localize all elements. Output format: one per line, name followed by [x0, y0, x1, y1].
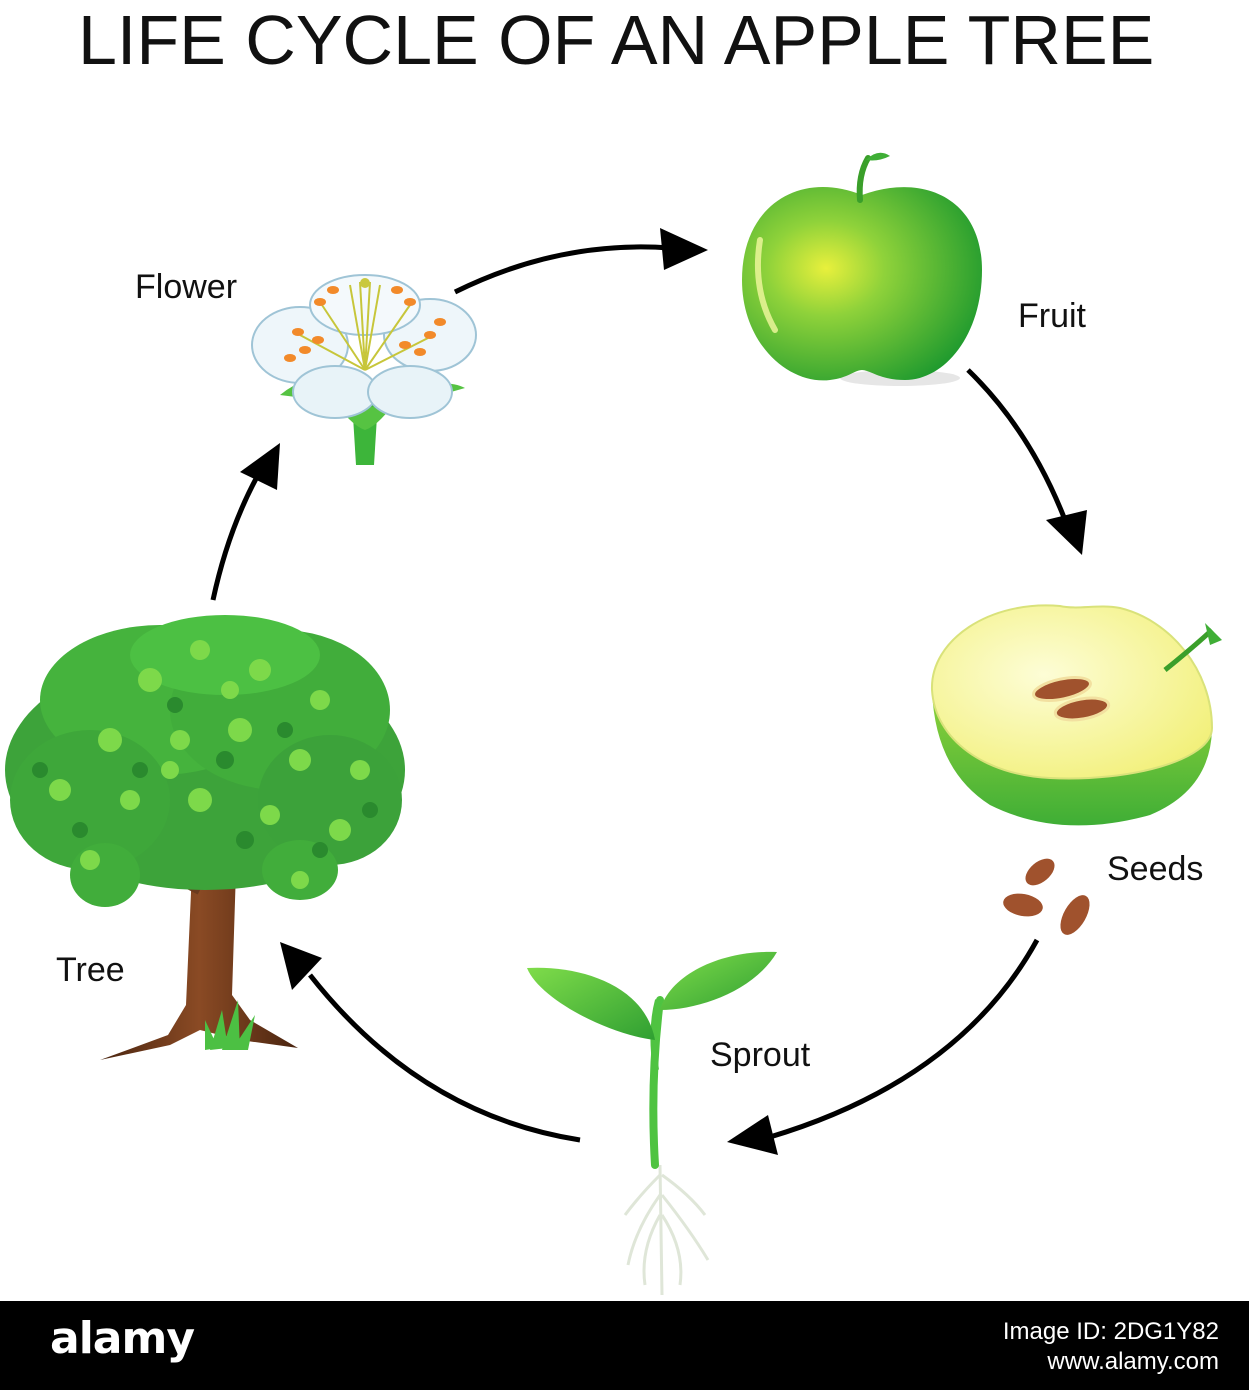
- image-id: Image ID: 2DG1Y82 www.alamy.com: [1003, 1317, 1219, 1377]
- arrow-seeds-to-sprout: [727, 938, 1040, 1155]
- alamy-logo: alamy: [50, 1313, 195, 1364]
- label-sprout: Sprout: [710, 1036, 811, 1074]
- image-id-text: Image ID: 2DG1Y82: [1002, 1318, 1219, 1345]
- site-url: www.alamy.com: [1047, 1348, 1219, 1375]
- apple-illustration: [742, 152, 982, 386]
- grass-tuft: [205, 1000, 255, 1050]
- label-fruit: Fruit: [1018, 297, 1086, 335]
- label-flower: Flower: [135, 268, 238, 306]
- footer-bar: alamy Image ID: 2DG1Y82 www.alamy.com: [0, 1301, 1249, 1390]
- page-title: LIFE CYCLE OF AN APPLE TREE: [78, 1, 1155, 79]
- seeds-illustration: [1003, 858, 1090, 935]
- arrow-flower-to-fruit: [453, 228, 708, 295]
- label-seeds: Seeds: [1107, 850, 1204, 888]
- arrow-sprout-to-tree: [280, 942, 581, 1143]
- label-tree: Tree: [56, 951, 125, 989]
- sprout-illustration: [527, 951, 777, 1296]
- arrow-fruit-to-seeds: [966, 368, 1087, 555]
- life-cycle-diagram: [5, 152, 1222, 1296]
- tree-canopy: [5, 615, 405, 907]
- flower-illustration: [251, 274, 477, 465]
- arrow-tree-to-flower: [210, 443, 280, 601]
- cut-apple-illustration: [930, 604, 1222, 826]
- tree-illustration: [5, 615, 405, 1060]
